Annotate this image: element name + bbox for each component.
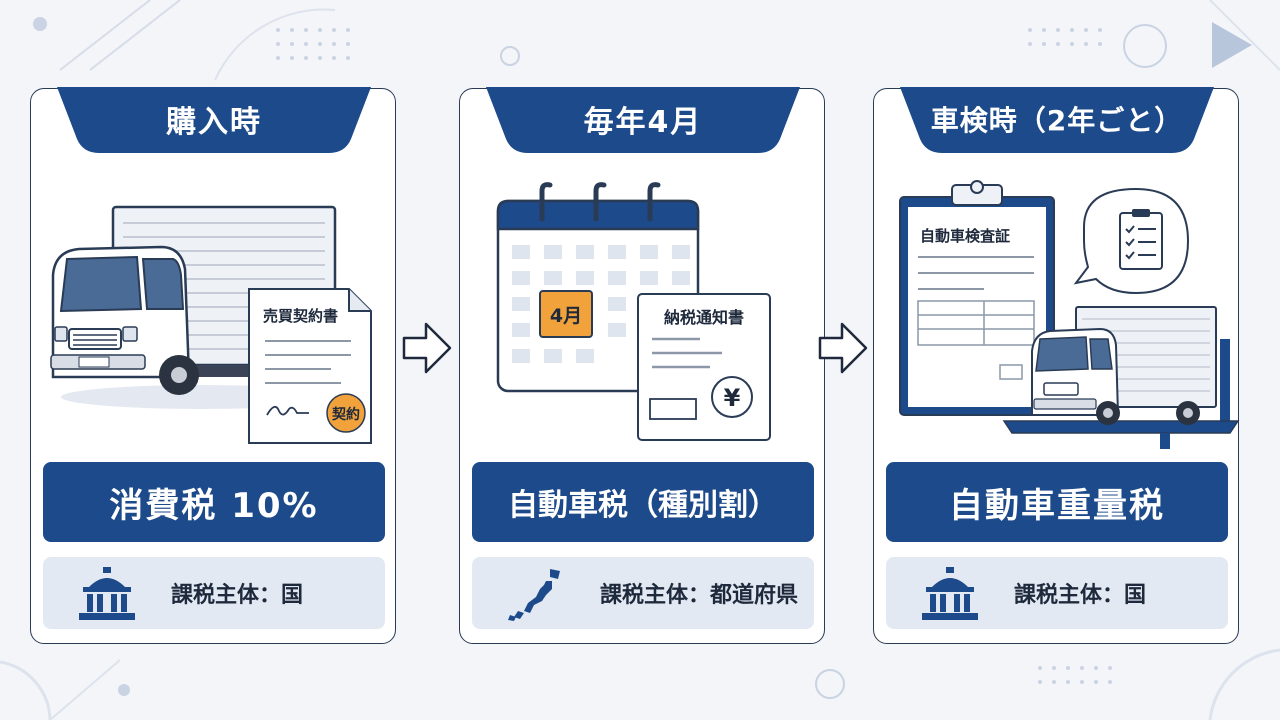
tax-authority-row: 課税主体：国: [43, 557, 385, 629]
tax-name-bar: 自動車税（種別割）: [472, 462, 814, 542]
truck-icon: [1031, 306, 1217, 425]
truck-icon: [50, 205, 337, 396]
japan-map-icon: [508, 569, 560, 621]
contract-document-label: 売買契約書: [263, 307, 338, 325]
tax-notice-label: 納税通知書: [664, 308, 744, 327]
inspection-certificate-label: 自動車検査証: [920, 227, 1010, 245]
truck-and-contract-illustration: 売買契約書 契約: [50, 205, 372, 444]
tax-name-bar: 消費税 10%: [43, 462, 385, 542]
timing-label: 毎年4月: [583, 105, 703, 140]
tax-name: 自動車税（種別割）: [508, 488, 778, 523]
timing-tab: 購入時: [57, 87, 371, 159]
flow-arrow-icon: [402, 322, 452, 374]
calendar-month-label: 4月: [550, 305, 582, 327]
tax-notice-document-icon: 納税通知書 ¥: [637, 293, 771, 441]
tax-name-bar: 自動車重量税: [886, 462, 1228, 542]
timing-label: 車検時（2年ごと）: [930, 104, 1184, 137]
inspection-certificate-icon: 自動車検査証: [899, 180, 1055, 416]
step-card-purchase: 購入時: [30, 87, 396, 644]
yen-symbol: ¥: [724, 384, 741, 412]
contract-document-icon: 売買契約書 契約: [248, 288, 372, 444]
tax-authority-row: 課税主体：都道府県: [472, 557, 814, 629]
tax-authority-label: 課税主体：国: [171, 583, 304, 608]
timing-tab: 車検時（2年ごと）: [900, 87, 1214, 159]
tax-authority-label: 課税主体：国: [1014, 583, 1147, 608]
government-building-icon: [922, 567, 978, 620]
inspection-certificate-and-truck-illustration: 自動車検査証: [899, 180, 1240, 449]
tax-authority-row: 課税主体：国: [886, 557, 1228, 629]
checklist-bubble-icon: [1073, 187, 1190, 295]
tax-name: 消費税 10%: [109, 485, 319, 526]
timing-label: 購入時: [166, 105, 262, 140]
step-card-annual: 毎年4月 4月 納税通知書: [459, 87, 825, 644]
lift-platform-icon: [1002, 339, 1240, 449]
tax-name: 自動車重量税: [949, 485, 1165, 526]
tax-authority-label: 課税主体：都道府県: [600, 583, 799, 608]
government-building-icon: [79, 567, 135, 620]
step-card-inspection: 車検時（2年ごと） 自動車検査証: [873, 87, 1240, 644]
contract-stamp-label: 契約: [331, 406, 360, 423]
timing-tab: 毎年4月: [486, 87, 800, 159]
calendar-and-tax-notice-illustration: 4月 納税通知書 ¥: [496, 182, 771, 441]
flow-arrow-icon: [818, 322, 868, 374]
